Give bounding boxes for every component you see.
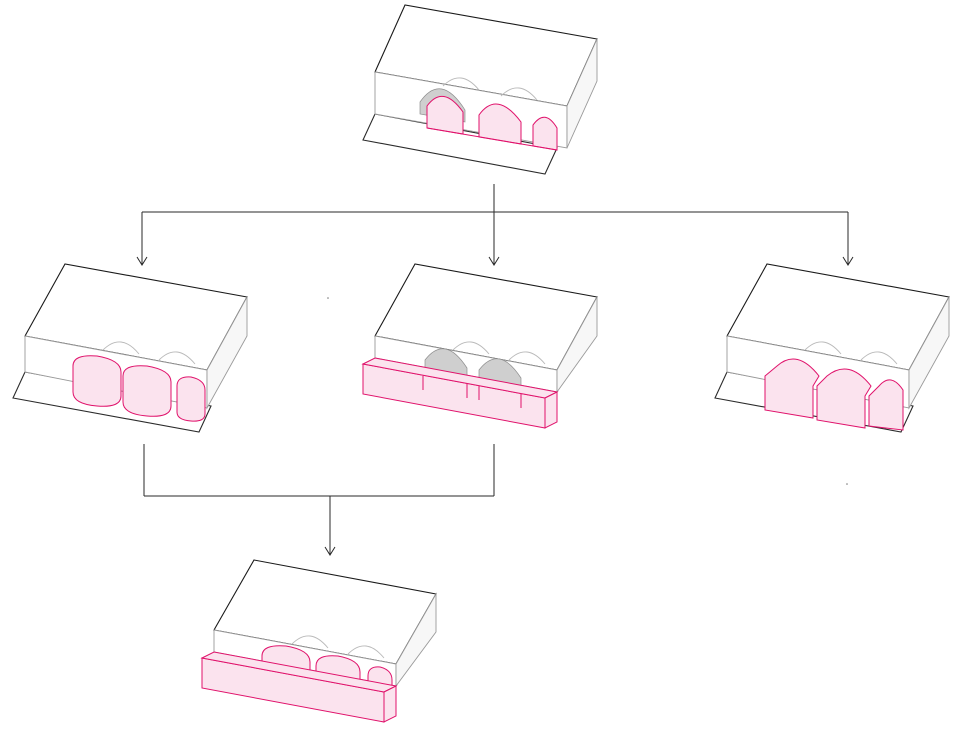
- node-variant-b: [361, 263, 598, 429]
- arrow-head-variant-b: [488, 256, 500, 266]
- cylindrical-void-3: [176, 376, 206, 422]
- vault-volume-1: [764, 358, 820, 419]
- plinth-slab-side: [544, 391, 558, 429]
- connector-base-to-variants: [136, 184, 854, 266]
- vault-space-2: [478, 103, 522, 145]
- speck: [327, 297, 329, 299]
- connector-variants-to-combined: [143, 444, 495, 556]
- speck: [846, 483, 848, 485]
- vault-space-1: [426, 96, 464, 135]
- combined-plinth-side: [383, 685, 397, 723]
- vault-space-3: [532, 116, 558, 151]
- vault-volume-3: [868, 379, 904, 431]
- node-variant-a: [12, 263, 248, 433]
- cylindrical-void-2: [122, 365, 172, 417]
- arrow-head-variant-c: [842, 256, 854, 266]
- cylindrical-void-1: [72, 355, 122, 407]
- node-combined: [200, 559, 437, 723]
- node-base: [362, 4, 598, 175]
- vault-volume-2: [816, 368, 872, 429]
- node-variant-c: [714, 263, 950, 433]
- arrow-head-combined: [324, 546, 336, 556]
- arrow-head-variant-a: [136, 256, 148, 266]
